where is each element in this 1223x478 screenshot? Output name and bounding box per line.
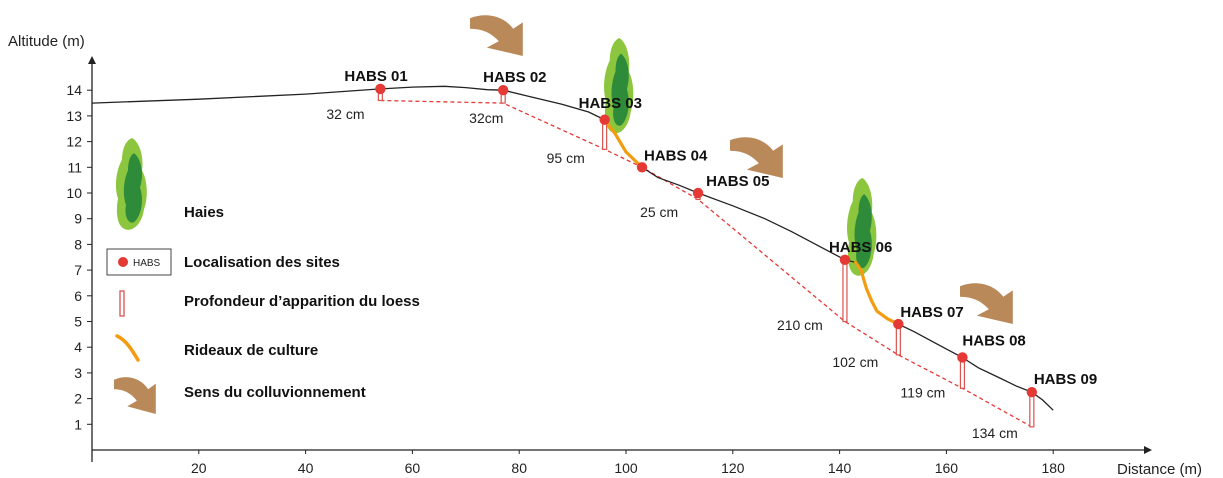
x-tick-label: 140 <box>828 460 852 476</box>
y-tick-label: 3 <box>74 365 82 381</box>
legend-site-marker <box>118 257 128 267</box>
site-marker <box>497 85 509 96</box>
y-tick-label: 6 <box>74 288 82 304</box>
depth-label: 32cm <box>469 110 503 126</box>
site-marker <box>636 162 648 173</box>
plot-area: HABS 01 32 cm HABS 02 32cm HABS 03 95 cm HABS … <box>91 68 1097 441</box>
y-tick-label: 13 <box>66 108 82 124</box>
site-label: HABS 08 <box>962 332 1025 349</box>
site-label: HABS 05 <box>706 173 769 190</box>
hedge-icon <box>115 138 147 230</box>
site-marker <box>1026 386 1038 398</box>
y-tick-label: 10 <box>66 185 82 201</box>
y-tick-label: 7 <box>74 262 82 278</box>
site-marker <box>692 187 704 199</box>
y-tick-label: 14 <box>66 82 82 98</box>
site-label: HABS 07 <box>900 304 963 321</box>
site-label: HABS 04 <box>644 147 708 164</box>
site-label: HABS 01 <box>344 68 407 85</box>
x-tick-label: 40 <box>298 460 314 476</box>
legend-label-sites: Localisation des sites <box>184 254 340 271</box>
site-marker <box>599 114 610 125</box>
site-marker <box>957 352 968 363</box>
x-tick-label: 160 <box>935 460 959 476</box>
y-tick-label: 11 <box>67 159 82 175</box>
rideau-de-culture <box>853 260 900 326</box>
terrain-profile-line <box>91 85 1054 411</box>
legend-site-box-label: HABS <box>133 258 161 269</box>
depth-label: 119 cm <box>900 384 945 400</box>
x-axis-title: Distance (m) <box>1117 461 1202 478</box>
site-label: HABS 02 <box>483 69 546 86</box>
site-label: HABS 09 <box>1034 371 1097 388</box>
site-marker <box>893 318 904 330</box>
legend-label-sens: Sens du colluvionnement <box>184 384 366 401</box>
site-label: HABS 03 <box>579 95 642 112</box>
depth-bar <box>1029 391 1035 428</box>
site-marker <box>375 83 386 95</box>
legend: Haies HABS Localisation des sites Profon… <box>106 138 420 414</box>
y-tick-label: 8 <box>74 236 82 252</box>
colluvion-arrow-icon <box>470 15 523 56</box>
depth-label: 32 cm <box>326 106 364 122</box>
site-label: HABS 06 <box>829 239 892 256</box>
y-tick-label: 4 <box>74 339 82 355</box>
x-tick-label: 80 <box>511 460 527 476</box>
colluvion-arrow-icon <box>114 377 156 414</box>
site-marker <box>839 254 851 266</box>
depth-label: 210 cm <box>777 317 823 333</box>
legend-label-haies: Haies <box>184 204 224 221</box>
legend-depth-bar <box>119 290 125 317</box>
depth-label: 95 cm <box>547 150 585 166</box>
x-tick-label: 60 <box>405 460 421 476</box>
y-tick-label: 9 <box>74 211 82 227</box>
depth-label: 102 cm <box>832 354 878 370</box>
colluvion-arrow-icon <box>960 283 1013 324</box>
y-tick-label: 12 <box>66 134 82 150</box>
legend-rideaux-line <box>115 334 140 362</box>
y-axis-title: Altitude (m) <box>8 33 85 50</box>
legend-site-box <box>106 248 172 276</box>
y-tick-label: 1 <box>74 416 82 432</box>
depth-label: 25 cm <box>640 204 678 220</box>
x-tick-label: 100 <box>614 460 638 476</box>
depth-label: 134 cm <box>972 425 1018 441</box>
legend-label-rideaux: Rideaux de culture <box>184 342 318 359</box>
depth-bar <box>842 259 848 323</box>
x-tick-label: 180 <box>1042 460 1066 476</box>
x-tick-label: 20 <box>191 460 207 476</box>
rideau-de-culture <box>602 118 644 169</box>
x-tick-label: 120 <box>721 460 745 476</box>
y-tick-label: 2 <box>74 391 82 407</box>
colluvion-arrow-icon <box>730 137 783 178</box>
legend-label-profondeur: Profondeur d’apparition du loess <box>184 293 420 310</box>
y-tick-label: 5 <box>74 314 82 330</box>
x-ticks: 20 40 60 80 100 120 140 160 180 <box>191 450 1065 476</box>
